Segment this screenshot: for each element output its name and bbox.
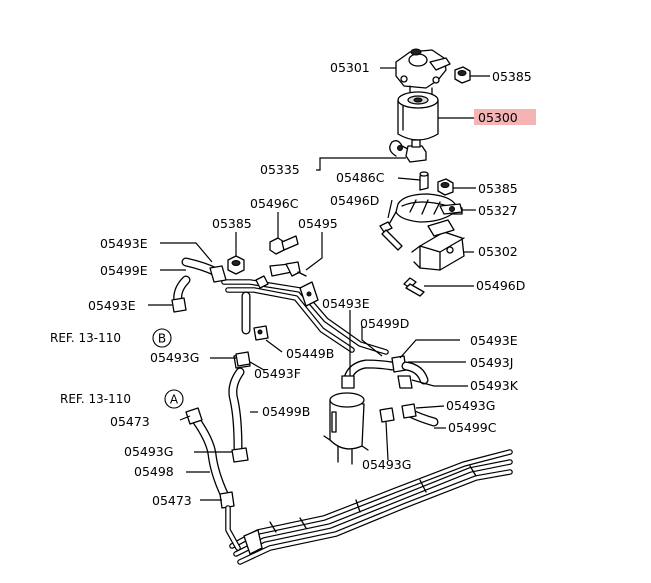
callout-05499e[interactable]: 05499E: [100, 263, 148, 278]
callout-05496d-top[interactable]: 05496D: [330, 193, 379, 208]
callout-05499d[interactable]: 05499D: [360, 316, 409, 331]
callout-05493k[interactable]: 05493K: [470, 378, 519, 393]
hose-05499b[interactable]: [228, 353, 251, 463]
filter-bracket-band[interactable]: [387, 193, 463, 227]
fuel-pump-canister[interactable]: [323, 392, 369, 465]
callout-05335[interactable]: 05335: [260, 162, 300, 177]
fuel-filter-head[interactable]: [395, 48, 451, 95]
nut-05385-mid[interactable]: [437, 178, 454, 196]
reference-label-a: REF. 13-110: [60, 392, 131, 406]
mounting-bracket-05302[interactable]: [411, 219, 465, 271]
callout-05499b[interactable]: 05499B: [262, 404, 310, 419]
callout-05473-a[interactable]: 05473: [110, 414, 150, 429]
callout-05301[interactable]: 05301: [330, 60, 370, 75]
callout-05499c[interactable]: 05499C: [448, 420, 497, 435]
callout-05493g-c[interactable]: 05493G: [124, 444, 173, 459]
bolt-05496c[interactable]: [269, 235, 299, 255]
water-sensor[interactable]: [389, 139, 427, 163]
callout-05493g-d[interactable]: 05493G: [362, 457, 411, 472]
reference-label-b: REF. 13-110: [50, 331, 121, 345]
ref-circle-b[interactable]: [152, 328, 172, 348]
clamp-05495[interactable]: [269, 261, 307, 277]
callout-05493e-d[interactable]: 05493E: [470, 333, 518, 348]
hose-05499c[interactable]: [379, 403, 439, 427]
nut-05385-top[interactable]: [454, 66, 471, 84]
hose-05499d[interactable]: [341, 355, 429, 389]
callout-05300[interactable]: 05300: [478, 110, 518, 125]
hose-05499e[interactable]: [171, 257, 227, 313]
fuel-filter-cartridge[interactable]: [397, 91, 439, 141]
clip-05486c[interactable]: [419, 171, 429, 191]
callout-05493g-a[interactable]: 05493G: [446, 398, 495, 413]
clip-05449b[interactable]: [253, 325, 269, 341]
bolt-05496d-top[interactable]: [379, 221, 403, 251]
callout-05449b[interactable]: 05449B: [286, 346, 334, 361]
callout-05493g-b[interactable]: 05493G: [150, 350, 199, 365]
callout-05493e-a[interactable]: 05493E: [100, 236, 148, 251]
highlight-box-05300: [474, 109, 536, 125]
callout-05493e-c[interactable]: 05493E: [322, 296, 370, 311]
callout-05495[interactable]: 05495: [298, 216, 338, 231]
bolt-05496d-bottom[interactable]: [403, 277, 425, 297]
callout-05302[interactable]: 05302: [478, 244, 518, 259]
main-fuel-pipes: [221, 275, 513, 565]
callout-05327[interactable]: 05327: [478, 203, 518, 218]
callout-05385-mid[interactable]: 05385: [478, 181, 518, 196]
callout-05493j[interactable]: 05493J: [470, 355, 513, 370]
reference-letter-b: B: [158, 332, 166, 346]
callout-05498[interactable]: 05498: [134, 464, 174, 479]
callout-05493e-b[interactable]: 05493E: [88, 298, 136, 313]
callout-05496d-bottom[interactable]: 05496D: [476, 278, 525, 293]
callout-05496c[interactable]: 05496C: [250, 196, 299, 211]
clamp-05493g-left[interactable]: [235, 351, 251, 367]
callout-05493f[interactable]: 05493F: [254, 366, 301, 381]
callout-05385-left[interactable]: 05385: [212, 216, 252, 231]
hose-05498[interactable]: [185, 407, 241, 551]
callout-05486c[interactable]: 05486C: [336, 170, 385, 185]
leader-lines: [148, 67, 490, 501]
callout-05385-top[interactable]: 05385: [492, 69, 532, 84]
callout-05473-b[interactable]: 05473: [152, 493, 192, 508]
nut-05385-left[interactable]: [227, 255, 245, 275]
ref-circle-a[interactable]: [164, 389, 184, 409]
reference-letter-a: A: [170, 393, 179, 407]
